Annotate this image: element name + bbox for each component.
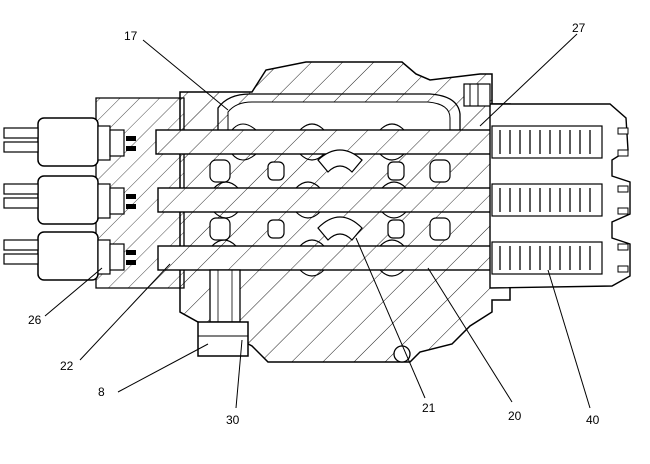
callout-20: 20 <box>508 409 522 423</box>
crossover-galleries <box>209 149 451 241</box>
callout-27: 27 <box>572 21 586 35</box>
callout-17: 17 <box>124 29 138 43</box>
callout-22: 22 <box>60 359 74 373</box>
inlet-port <box>197 269 411 363</box>
callout-8: 8 <box>98 385 105 399</box>
callout-21: 21 <box>422 401 436 415</box>
spool-bottom <box>157 239 499 277</box>
callout-26: 26 <box>28 313 42 327</box>
leader-lines <box>44 33 591 409</box>
callout-30: 30 <box>226 413 240 427</box>
spring-housing <box>463 83 631 289</box>
spool-middle <box>157 181 499 219</box>
callout-40: 40 <box>586 413 600 427</box>
solenoid-stack <box>3 117 136 281</box>
